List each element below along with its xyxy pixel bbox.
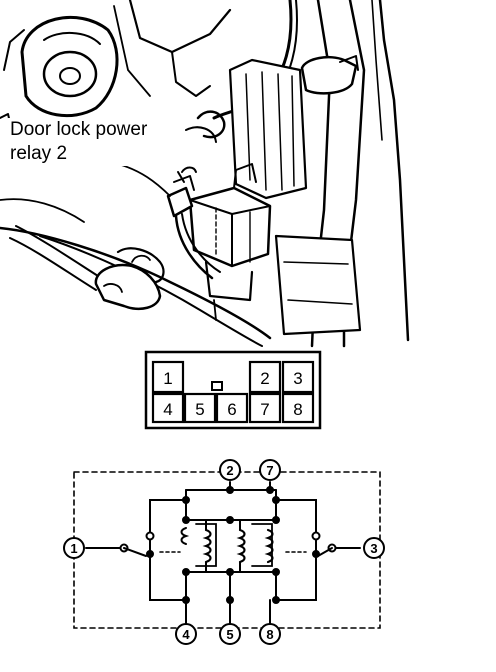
connector-lock-tab — [211, 381, 223, 391]
connector-pin-label: 6 — [227, 400, 236, 419]
connector-pin-label: 4 — [163, 400, 172, 419]
connector-pin-label: 7 — [260, 400, 269, 419]
connector-cavity — [248, 360, 282, 394]
connector-cavity — [281, 360, 315, 394]
connector-pin-label: 2 — [260, 369, 269, 388]
connector-cavity — [151, 392, 185, 424]
terminal-label: 7 — [266, 463, 273, 478]
relay-coil-center — [236, 519, 246, 573]
connector-cavity — [215, 392, 249, 424]
connector-housing — [144, 350, 322, 430]
terminal-label: 3 — [370, 541, 377, 556]
terminal-3: 3 — [363, 537, 385, 559]
terminal-label: 8 — [266, 627, 273, 642]
relay-connector-plug — [166, 166, 197, 218]
terminal-5: 5 — [219, 623, 241, 645]
terminal-1: 1 — [63, 537, 85, 559]
terminal-4: 4 — [175, 623, 197, 645]
callout-line-2: relay 2 — [10, 143, 68, 164]
connector-pin-label: 8 — [293, 400, 302, 419]
relay-schematic: 1 2 3 4 5 7 8 — [63, 459, 385, 645]
terminal-label: 2 — [226, 463, 233, 478]
right-contact-feed — [275, 489, 317, 533]
left-contact-feed — [149, 489, 187, 533]
terminal-7: 7 — [259, 459, 281, 481]
terminal-2: 2 — [219, 459, 241, 481]
terminal-label: 5 — [226, 627, 233, 642]
connector-cavity — [281, 392, 315, 424]
connector-cavity — [151, 360, 185, 394]
terminal-8: 8 — [259, 623, 281, 645]
vehicle-illustration — [0, 0, 410, 348]
relay-coil-left — [202, 519, 212, 573]
speaker-component — [3, 15, 119, 118]
connector-pin-label: 3 — [293, 369, 302, 388]
connector-pinout: 1 2 3 4 5 6 7 8 — [144, 350, 322, 430]
hand-illustration — [9, 225, 165, 310]
relay-body — [188, 163, 272, 268]
connector-pin-label: 1 — [163, 369, 172, 388]
connector-cavity — [183, 392, 217, 424]
relay-callout-label: Door lock power relay 2 — [8, 118, 150, 166]
terminal-label: 4 — [182, 627, 190, 642]
connector-cavity — [248, 392, 282, 424]
callout-line-1: Door lock power — [10, 119, 148, 140]
terminal-label: 1 — [70, 541, 77, 556]
connector-pin-label: 5 — [195, 400, 204, 419]
